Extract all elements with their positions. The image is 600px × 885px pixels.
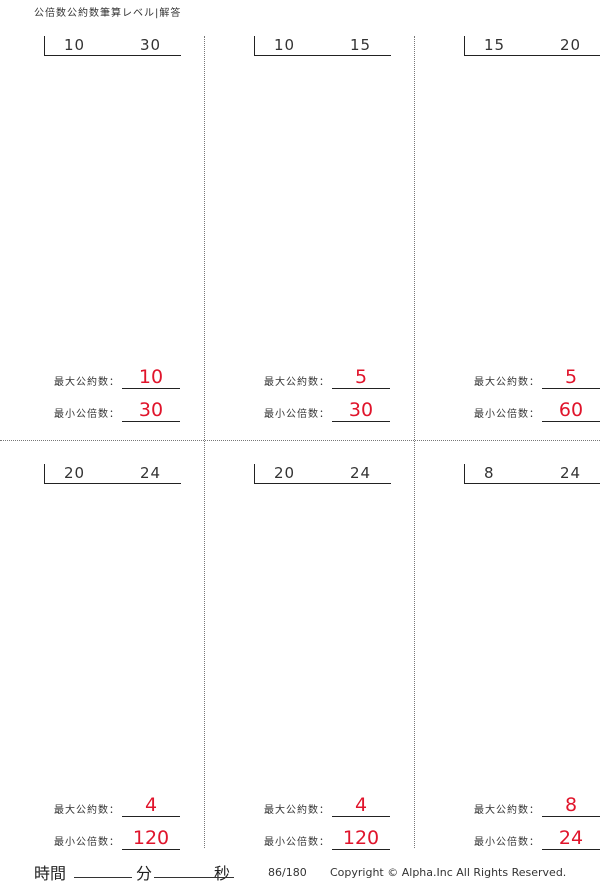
lcm-label: 最小公倍数： [264, 409, 330, 420]
seconds-line [154, 877, 212, 878]
division-bracket [464, 464, 600, 484]
division-bracket [44, 36, 181, 56]
division-bracket [254, 464, 391, 484]
number-b: 24 [140, 464, 162, 482]
page-title: 公倍数公約数筆算レベル|解答 [34, 8, 182, 19]
division-bracket [44, 464, 181, 484]
gcd-label: 最大公約数： [264, 805, 330, 816]
lcm-label: 最小公倍数： [474, 409, 540, 420]
time-label: 時間 [34, 864, 67, 883]
number-b: 30 [140, 36, 162, 54]
lcm-label: 最小公倍数： [264, 837, 330, 848]
problem-5: 20 24 最大公約数： 4 最小公倍数： 120 [210, 428, 420, 850]
gcd-answer: 4 [332, 794, 390, 817]
gcd-answer: 8 [542, 794, 600, 817]
problem-3: 15 20 最大公約数： 5 最小公倍数： 60 [420, 0, 600, 422]
lcm-label: 最小公倍数： [474, 837, 540, 848]
division-bracket [254, 36, 391, 56]
column-divider [414, 36, 415, 848]
number-a: 20 [64, 464, 86, 482]
number-b: 24 [350, 464, 372, 482]
copyright-text: Copyright © Alpha.Inc All Rights Reserve… [330, 866, 567, 879]
lcm-answer: 24 [542, 827, 600, 850]
gcd-answer: 5 [332, 366, 390, 389]
seconds-label: 秒 [214, 864, 231, 883]
gcd-answer: 5 [542, 366, 600, 389]
lcm-label: 最小公倍数： [54, 409, 120, 420]
lcm-answer: 120 [122, 827, 180, 850]
number-b: 20 [560, 36, 582, 54]
lcm-answer: 30 [332, 399, 390, 422]
number-b: 24 [560, 464, 582, 482]
problem-1: 10 30 最大公約数： 10 最小公倍数： 30 [0, 0, 210, 422]
gcd-label: 最大公約数： [264, 377, 330, 388]
division-bracket [464, 36, 600, 56]
lcm-label: 最小公倍数： [54, 837, 120, 848]
number-a: 10 [274, 36, 296, 54]
lcm-answer: 120 [332, 827, 390, 850]
gcd-label: 最大公約数： [474, 805, 540, 816]
minutes-line [74, 877, 132, 878]
problem-6: 8 24 最大公約数： 8 最小公倍数： 24 [420, 428, 600, 850]
gcd-answer: 10 [122, 366, 180, 389]
gcd-label: 最大公約数： [54, 377, 120, 388]
gcd-label: 最大公約数： [474, 377, 540, 388]
gcd-answer: 4 [122, 794, 180, 817]
number-a: 10 [64, 36, 86, 54]
gcd-label: 最大公約数： [54, 805, 120, 816]
number-a: 15 [484, 36, 506, 54]
number-b: 15 [350, 36, 372, 54]
minutes-label: 分 [136, 864, 153, 883]
problem-2: 10 15 最大公約数： 5 最小公倍数： 30 [210, 0, 420, 422]
number-a: 20 [274, 464, 296, 482]
page-number: 86/180 [268, 866, 307, 879]
column-divider [204, 36, 205, 848]
lcm-answer: 60 [542, 399, 600, 422]
row-divider [0, 440, 600, 441]
lcm-answer: 30 [122, 399, 180, 422]
problem-4: 20 24 最大公約数： 4 最小公倍数： 120 [0, 428, 210, 850]
number-a: 8 [484, 464, 495, 482]
seconds-tail-line [212, 877, 234, 878]
